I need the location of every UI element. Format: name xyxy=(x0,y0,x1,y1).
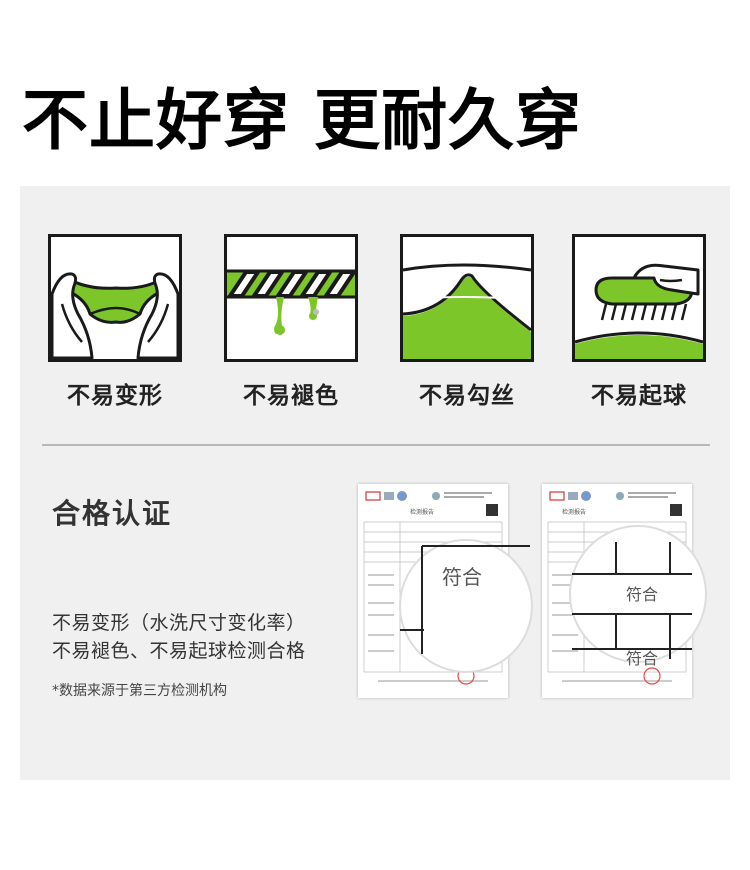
report-heading: 检测报告 xyxy=(562,508,586,516)
feature-pill-resistant: 不易起球 xyxy=(572,234,706,410)
test-report-scan: 检测报告 xyxy=(547,491,707,685)
certification-line: 不易褪色、不易起球检测合格 xyxy=(52,640,306,662)
cnas-logo-icon xyxy=(568,492,578,500)
feature-snag-resistant: 不易勾丝 xyxy=(400,234,534,410)
feature-label: 不易褪色 xyxy=(243,383,339,409)
feature-shape-retention: 不易变形 xyxy=(48,234,182,410)
magnifier-lens xyxy=(399,539,533,673)
content-panel: 不易变形 不易褪色 xyxy=(20,186,730,780)
feature-label: 不易变形 xyxy=(67,383,163,409)
qr-code-icon xyxy=(486,504,498,516)
section-divider xyxy=(42,444,710,446)
magnifier-lens xyxy=(569,525,707,663)
magnified-result: 符合 xyxy=(626,649,658,668)
ilac-logo-icon xyxy=(397,491,407,501)
page-headline: 不止好穿 更耐久穿 xyxy=(22,82,582,159)
qr-code-icon xyxy=(670,504,682,516)
certification-title: 合格认证 xyxy=(52,497,173,530)
feature-label: 不易起球 xyxy=(591,383,687,409)
stretch-hands-icon xyxy=(48,234,182,362)
magnified-result: 符合 xyxy=(626,585,658,604)
test-report-document: 检测报告 xyxy=(542,484,707,698)
ilac-logo-icon xyxy=(581,491,591,501)
certification-line: 不易变形（水洗尺寸变化率） xyxy=(52,612,306,634)
feature-colorfast: 不易褪色 xyxy=(224,234,358,410)
fabric-brush-icon xyxy=(572,234,706,362)
fabric-snag-icon xyxy=(400,234,534,362)
cma-logo-icon xyxy=(365,491,381,501)
report-heading: 检测报告 xyxy=(410,508,434,516)
rope-dye-drip-icon xyxy=(224,234,358,362)
cnas-logo-icon xyxy=(384,492,394,500)
test-report-document: 检测报告 符合 xyxy=(358,484,533,698)
certification-note: *数据来源于第三方检测机构 xyxy=(52,683,227,699)
test-report-scan: 检测报告 符合 xyxy=(363,491,533,685)
cma-logo-icon xyxy=(549,491,565,501)
magnified-result: 符合 xyxy=(442,565,482,589)
feature-label: 不易勾丝 xyxy=(419,383,515,409)
official-stamp-icon xyxy=(643,667,661,685)
